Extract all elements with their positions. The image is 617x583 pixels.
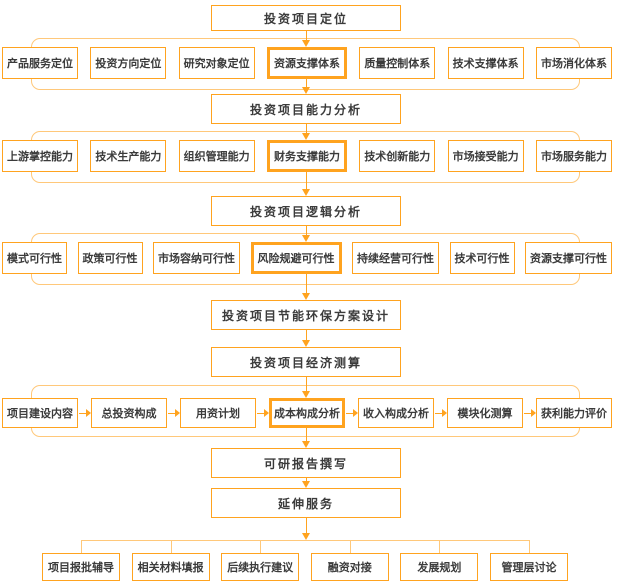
flow-arrow-down-icon	[302, 391, 310, 398]
flow-node: 模块化测算	[447, 398, 523, 428]
flow-arrow-down-icon	[302, 189, 310, 196]
node-extended-services: 延伸服务	[211, 488, 401, 518]
node-report-writing: 可研报告撰写	[211, 448, 401, 478]
flow-arrow-right-icon	[435, 398, 447, 428]
tree-drop-line	[439, 540, 440, 553]
flow-line	[306, 124, 307, 133]
row-capability-factors: 上游掌控能力 技术生产能力 组织管理能力 财务支撑能力 技术创新能力 市场接受能…	[2, 140, 612, 172]
flow-line	[306, 518, 307, 533]
flow-node: 总投资构成	[91, 398, 167, 428]
flow-node: 投资方向定位	[90, 47, 167, 79]
row-extended-services: 项目报批辅导 相关材料填报 后续执行建议 融资对接 发展规划 管理层讨论	[42, 553, 568, 581]
flow-node: 项目建设内容	[2, 398, 78, 428]
flow-arrow-down-icon	[302, 441, 310, 448]
flow-node: 政策可行性	[77, 242, 143, 274]
tree-connector	[81, 540, 529, 541]
flow-node: 产品服务定位	[2, 47, 78, 79]
flow-line	[306, 274, 307, 293]
tree-drop-line	[529, 540, 530, 553]
flow-node: 上游掌控能力	[2, 140, 78, 172]
flow-node: 融资对接	[310, 553, 389, 581]
flow-node: 发展规划	[400, 553, 479, 581]
flow-node: 技术创新能力	[359, 140, 436, 172]
flow-node: 后续执行建议	[221, 553, 300, 581]
flow-node: 成本构成分析	[269, 398, 345, 428]
flow-node: 市场服务能力	[535, 140, 612, 172]
flow-node: 管理层讨论	[489, 553, 568, 581]
node-capability-analysis: 投资项目能力分析	[211, 94, 401, 124]
flow-line	[306, 31, 307, 40]
flow-node: 收入构成分析	[358, 398, 434, 428]
flow-node: 质量控制体系	[359, 47, 436, 79]
flow-arrow-down-icon	[302, 293, 310, 300]
flow-line	[306, 377, 307, 391]
flow-arrow-right-icon	[257, 398, 269, 428]
row-positioning-factors: 产品服务定位 投资方向定位 研究对象定位 资源支撑体系 质量控制体系 技术支撑体…	[2, 47, 612, 79]
flow-node: 资源支撑体系	[266, 47, 347, 79]
flow-node: 市场容纳可行性	[153, 242, 240, 274]
node-project-positioning: 投资项目定位	[211, 5, 401, 31]
flow-arrow-down-icon	[302, 533, 310, 540]
flow-line	[306, 172, 307, 189]
flow-arrow-down-icon	[302, 87, 310, 94]
tree-drop-line	[260, 540, 261, 553]
flow-node: 技术可行性	[449, 242, 515, 274]
flow-arrow-down-icon	[302, 40, 310, 47]
tree-drop-line	[171, 540, 172, 553]
node-economic-calculation: 投资项目经济测算	[211, 347, 401, 377]
row-economic-steps: 项目建设内容 总投资构成 用资计划 成本构成分析 收入构成分析 模块化测算 获利…	[2, 398, 612, 428]
flow-node: 资源支撑可行性	[525, 242, 612, 274]
flow-node: 研究对象定位	[178, 47, 255, 79]
node-energy-env-design: 投资项目节能环保方案设计	[211, 300, 401, 330]
flow-node: 组织管理能力	[178, 140, 255, 172]
flow-arrow-right-icon	[346, 398, 358, 428]
flow-node: 市场接受能力	[447, 140, 524, 172]
flow-node: 用资计划	[180, 398, 256, 428]
node-logic-analysis: 投资项目逻辑分析	[211, 196, 401, 226]
flow-node: 获利能力评价	[536, 398, 612, 428]
flow-arrow-right-icon	[524, 398, 536, 428]
flow-line	[306, 79, 307, 87]
flow-node: 模式可行性	[2, 242, 67, 274]
tree-drop-line	[81, 540, 82, 553]
flow-node: 相关材料填报	[131, 553, 210, 581]
flow-line	[306, 478, 307, 482]
flow-arrow-right-icon	[79, 398, 91, 428]
flow-arrow-down-icon	[302, 235, 310, 242]
flow-arrow-down-icon	[302, 481, 310, 488]
flow-arrow-down-icon	[302, 133, 310, 140]
flow-arrow-right-icon	[168, 398, 180, 428]
flow-node: 市场消化体系	[535, 47, 612, 79]
flow-node: 风险规避可行性	[250, 242, 342, 274]
tree-drop-line	[350, 540, 351, 553]
flow-node: 项目报批辅导	[42, 553, 120, 581]
flow-line	[306, 330, 307, 340]
flow-node: 技术生产能力	[90, 140, 167, 172]
flow-node: 技术支撑体系	[447, 47, 524, 79]
flow-node: 财务支撑能力	[266, 140, 347, 172]
row-feasibility-factors: 模式可行性 政策可行性 市场容纳可行性 风险规避可行性 持续经营可行性 技术可行…	[2, 242, 612, 274]
flow-line	[306, 428, 307, 441]
flow-node: 持续经营可行性	[352, 242, 439, 274]
flow-line	[306, 226, 307, 235]
flow-arrow-down-icon	[302, 340, 310, 347]
